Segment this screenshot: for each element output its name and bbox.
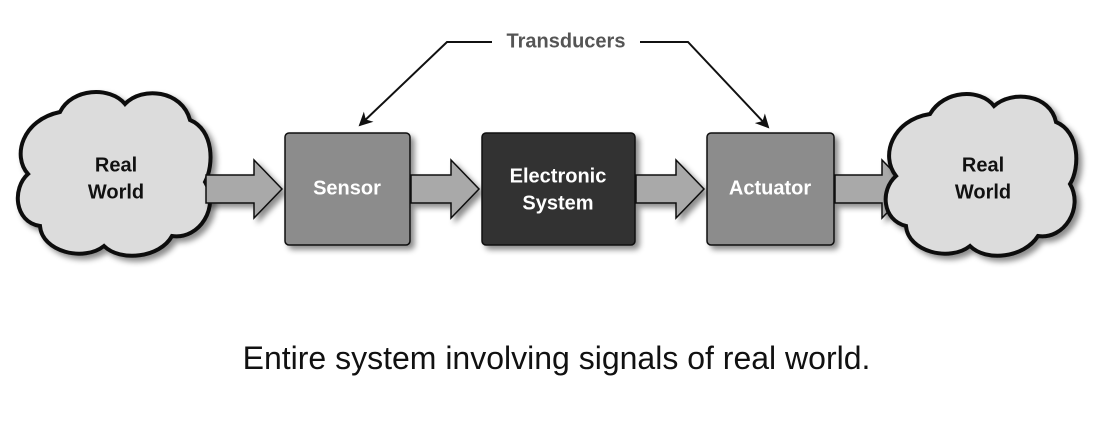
transducers-line-left	[358, 41, 492, 127]
flow-arrow-cloud-to-sensor	[205, 158, 284, 220]
real-world-cloud-right	[883, 92, 1079, 258]
electronic-system-line1: Electronic	[510, 165, 607, 187]
sensor-label: Sensor	[313, 177, 381, 199]
real-world-left-line1: Real	[95, 154, 137, 176]
actuator-box	[706, 132, 835, 246]
real-world-cloud-left	[15, 90, 213, 258]
real-world-left-line2: World	[88, 181, 144, 203]
flow-arrow-sensor-to-electronic	[410, 158, 481, 220]
sensor-box	[284, 132, 411, 246]
actuator-label: Actuator	[729, 177, 811, 199]
electronic-system-line2: System	[522, 192, 593, 214]
real-world-right-line2: World	[955, 181, 1011, 203]
electronic-system-box	[481, 132, 636, 246]
figure-caption: Entire system involving signals of real …	[242, 340, 871, 376]
transducers-line-right	[640, 41, 770, 129]
transducers-callout: Transducers	[358, 30, 770, 129]
transducers-label: Transducers	[507, 30, 626, 52]
real-world-right-line1: Real	[962, 154, 1004, 176]
flow-arrow-electronic-to-actuator	[635, 158, 706, 220]
